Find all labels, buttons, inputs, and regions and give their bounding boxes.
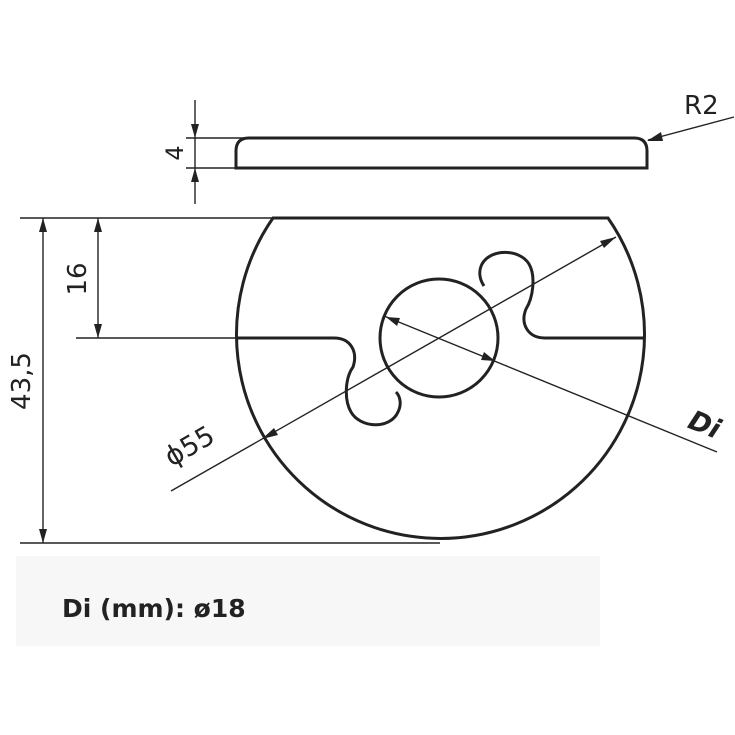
parting-line-left: [237, 336, 402, 427]
total-height-label: 43,5: [7, 352, 37, 410]
offset-label: 16: [63, 262, 93, 295]
front-view: [235, 216, 646, 540]
radius-leader: [647, 116, 735, 141]
side-view-profile: [234, 136, 649, 170]
thickness-dimension: [186, 100, 244, 204]
inner-diameter-caption: Di (mm): ø18: [62, 594, 246, 623]
plate-outline: [235, 216, 646, 540]
offset-dimension: [76, 218, 240, 339]
inner-diameter-dimension: [383, 315, 718, 453]
parting-line-right: [478, 250, 644, 340]
total-height-dimension: [20, 217, 440, 544]
inner-diameter-label: Di: [684, 405, 726, 446]
radius-label: R2: [684, 91, 719, 121]
thickness-label: 4: [161, 145, 189, 160]
caption-band: [16, 556, 600, 646]
outer-diameter-label: ϕ55: [159, 420, 220, 473]
outer-diameter-dimension: [170, 236, 617, 492]
side-view: [234, 136, 649, 170]
inner-bore: [378, 277, 500, 399]
